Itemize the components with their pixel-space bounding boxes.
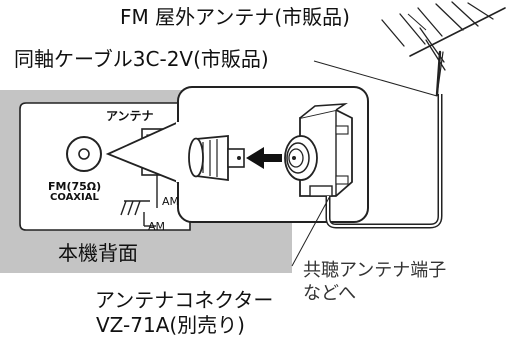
- antenna-panel-title: アンテナ: [106, 109, 154, 123]
- ground-symbol-icon: [120, 200, 156, 227]
- yagi-antenna-icon: [381, 1, 506, 97]
- fm-jack-label: FM(75Ω): [48, 180, 102, 193]
- coax-cable-label: 同軸ケーブル3C-2V(市販品): [14, 47, 269, 71]
- fm-jack-coaxial-label: COAXIAL: [50, 192, 99, 203]
- am-label-1: AM: [162, 195, 180, 208]
- am-label-2: AM: [148, 220, 166, 233]
- antenna-leader-line: [407, 13, 427, 31]
- connector-name-label: アンテナコネクター: [95, 288, 274, 312]
- community-antenna-label: 共聴アンテナ端子: [303, 260, 447, 281]
- insert-arrow-icon: [246, 147, 282, 169]
- community-antenna-label-2: などへ: [303, 283, 357, 304]
- fm-antenna-label: FM 屋外アンテナ(市販品): [120, 5, 350, 29]
- connector-model-label: VZ-71A(別売り): [96, 313, 245, 337]
- cable-leader-line: [313, 60, 438, 97]
- fm-jack-closeup-icon: [188, 135, 245, 182]
- connector-leader-line: [291, 195, 331, 267]
- antenna-connector-plug-icon: [284, 103, 353, 197]
- unit-back-label: 本機背面: [58, 241, 138, 265]
- fm-jack-icon: [66, 136, 102, 172]
